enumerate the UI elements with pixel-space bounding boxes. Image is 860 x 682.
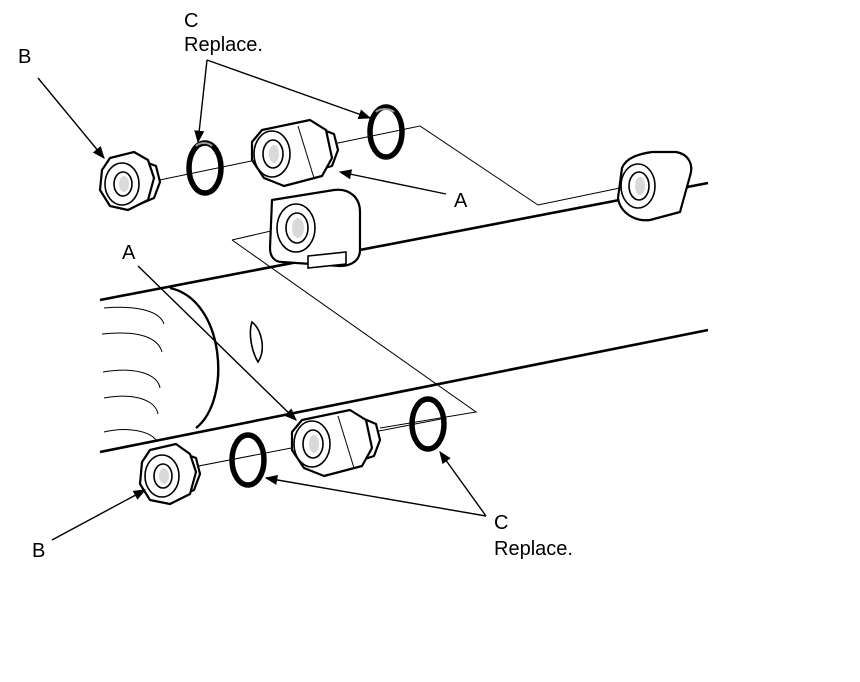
arrow-head: [338, 169, 447, 195]
label-c-top: C: [184, 10, 199, 32]
label-b-bottom: B: [32, 540, 46, 562]
hex-fitting-a-bottom: [290, 408, 382, 478]
label-c-bottom-note: Replace.: [494, 538, 573, 560]
nut-b-bottom: [138, 442, 202, 506]
nut-b-top: [98, 150, 162, 212]
arrow-head: [264, 474, 487, 517]
label-b-top: B: [18, 46, 32, 68]
elbow-fitting-right: [616, 150, 693, 222]
o-ring-c-top-right: [367, 104, 405, 160]
arrow-head: [206, 59, 372, 119]
label-a-mid: A: [122, 242, 136, 264]
arrow-head: [439, 450, 487, 517]
hex-fitting-a-top: [250, 118, 340, 188]
elbow-fitting-cylinder: [268, 188, 362, 269]
leader-lines: [37, 59, 487, 541]
label-c-top-note: Replace.: [184, 34, 263, 56]
arrow-head: [37, 77, 105, 159]
arrow-head: [137, 265, 297, 421]
o-ring-c-bottom-left: [229, 432, 267, 488]
arrow-head: [194, 59, 208, 144]
label-a-top: A: [454, 190, 468, 212]
arrow-head: [51, 489, 147, 541]
label-c-bottom: C: [494, 512, 509, 534]
cylinder: [99, 181, 709, 454]
o-ring-c-bottom-right: [409, 396, 447, 452]
